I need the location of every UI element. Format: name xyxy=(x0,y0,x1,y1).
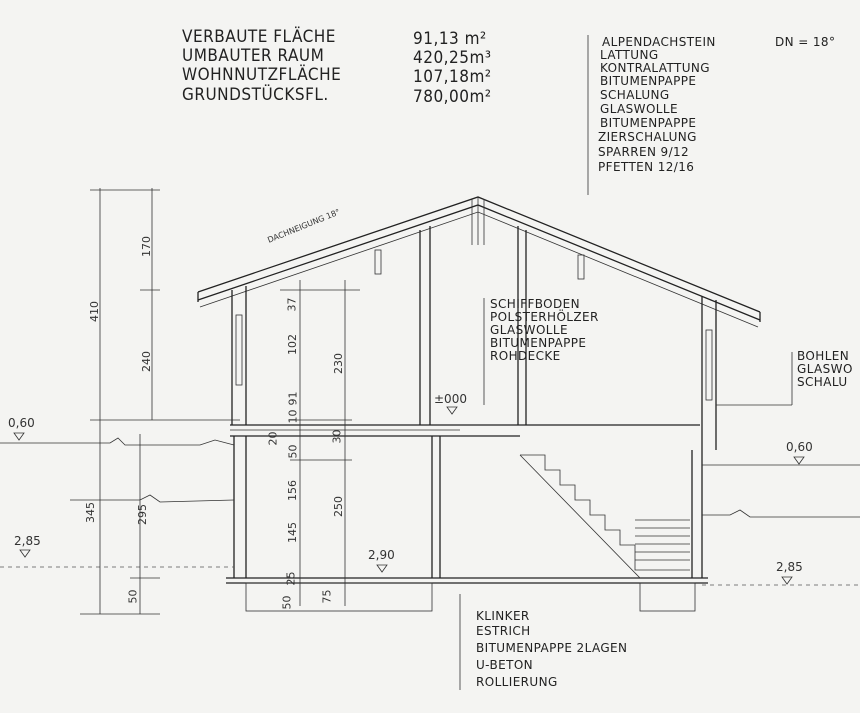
basement xyxy=(226,436,708,612)
roof-layer: PFETTEN 12/16 xyxy=(598,160,695,174)
level-label: 0,60 xyxy=(8,416,35,430)
level-label: ±000 xyxy=(434,392,467,406)
dimension: 170 xyxy=(140,236,153,257)
roof-layer: LATTUNG xyxy=(600,48,659,62)
upper-walls xyxy=(231,226,717,450)
level-label: 2,90 xyxy=(368,548,395,562)
floor-layer: U-BETON xyxy=(476,658,534,672)
roof-layer: SCHALUNG xyxy=(600,88,670,102)
attic-layer: ROHDECKE xyxy=(490,349,561,363)
roof-layer: BITUMENPAPPE xyxy=(600,74,697,88)
floor-slab xyxy=(230,424,700,437)
dimension: 30 xyxy=(330,429,344,444)
terrain xyxy=(0,437,860,586)
area-label: WOHNNUTZFLÄCHE xyxy=(182,65,342,85)
dimension: 50 xyxy=(286,444,300,459)
level-label: 2,85 xyxy=(776,560,803,574)
area-value: 420,25m³ xyxy=(413,48,492,68)
wall-layer: GLASWO xyxy=(797,362,853,376)
dimension: 240 xyxy=(140,351,153,372)
attic-layer: GLASWOLLE xyxy=(490,323,568,337)
roof-pitch: DN = 18° xyxy=(775,35,836,49)
roof-layer: ALPENDACHSTEIN xyxy=(602,35,716,49)
dimension: 50 xyxy=(280,595,294,610)
roof-layer: BITUMENPAPPE xyxy=(600,116,697,130)
floor-layer: BITUMENPAPPE 2LAGEN xyxy=(476,641,628,655)
level-markers xyxy=(13,406,805,585)
level-label: 0,60 xyxy=(786,440,813,454)
roof-layer: ZIERSCHALUNG xyxy=(598,130,697,144)
dimension: 145 xyxy=(286,522,299,543)
roof-layer: GLASWOLLE xyxy=(600,102,678,116)
dimension: 295 xyxy=(136,504,149,525)
floor-layer: ESTRICH xyxy=(476,624,531,638)
roof xyxy=(197,196,761,328)
dimension: 91 xyxy=(286,391,300,406)
stair xyxy=(519,454,690,579)
area-label: GRUNDSTÜCKSFL. xyxy=(182,85,329,105)
attic-layer: SCHIFFBODEN xyxy=(490,297,581,311)
area-label: UMBAUTER RAUM xyxy=(182,46,325,66)
dimension: 102 xyxy=(286,334,299,355)
floor-layer: KLINKER xyxy=(476,609,530,623)
wall-layer: BOHLEN xyxy=(797,349,850,363)
dimension: 10 xyxy=(286,409,300,424)
area-value: 780,00m² xyxy=(413,87,492,107)
roof-layer: KONTRALATTUNG xyxy=(600,61,710,75)
dimension: 410 xyxy=(88,301,101,322)
dimension: 250 xyxy=(332,496,345,517)
floor-layer: ROLLIERUNG xyxy=(476,675,558,689)
attic-layer: POLSTERHÖLZER xyxy=(490,310,599,324)
attic-layer: BITUMENPAPPE xyxy=(490,336,587,350)
area-value: 91,13 m² xyxy=(413,29,487,49)
area-value: 107,18m² xyxy=(413,67,492,87)
dimension: 156 xyxy=(286,480,299,501)
level-label: 2,85 xyxy=(14,534,41,548)
wall-layer: SCHALU xyxy=(797,375,848,389)
dimension: 25 xyxy=(284,571,298,586)
dimension-lines xyxy=(80,35,793,690)
dimension: 37 xyxy=(285,297,299,312)
area-label: VERBAUTE FLÄCHE xyxy=(182,27,336,47)
roof-layer: SPARREN 9/12 xyxy=(598,145,690,159)
dimension: 20 xyxy=(266,431,280,446)
dimension: 230 xyxy=(332,353,345,374)
dimension: 50 xyxy=(126,589,140,604)
dimension: 345 xyxy=(84,502,97,523)
dimension: 75 xyxy=(320,589,334,604)
